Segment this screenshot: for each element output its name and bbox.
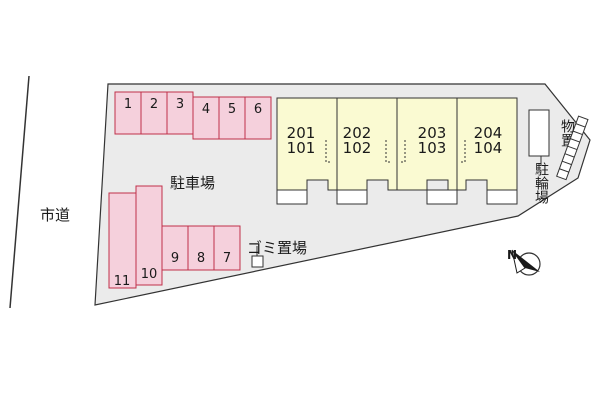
unit-block: 203 103: [396, 97, 458, 205]
parking-row-bottom: 11 10 9 8 7: [108, 185, 241, 289]
bike-parking-label: 駐輪場: [533, 162, 549, 204]
parking-space: [161, 225, 189, 271]
unit-number-upper: 201: [287, 124, 316, 142]
unit-block: 204 104: [456, 97, 518, 205]
unit-block: 202 102: [336, 97, 398, 205]
parking-lot-label: 駐車場: [170, 174, 215, 192]
parking-space-number: 3: [176, 97, 184, 112]
parking-space-number: 6: [254, 102, 262, 117]
parking-space: [187, 225, 215, 271]
north-label: N: [507, 248, 517, 262]
parking-space-number: 1: [124, 97, 132, 112]
parking-space-number: 4: [202, 102, 210, 117]
north-arrow-icon: N: [507, 248, 541, 276]
parking-space-number: 11: [114, 274, 131, 289]
parking-space: [244, 96, 272, 140]
parking-space: [108, 192, 137, 289]
parking-space: [213, 225, 241, 271]
unit-number-upper: 203: [418, 124, 447, 142]
garbage-area-label: ゴミ置場: [247, 239, 307, 257]
road-edge-line: [9, 75, 30, 309]
parking-space: [192, 96, 220, 140]
parking-space-number: 5: [228, 102, 236, 117]
unit-number-upper: 202: [343, 124, 372, 142]
parking-row-top: 1 2 3 4 5 6: [114, 91, 272, 140]
parking-space-number: 9: [171, 251, 179, 266]
parking-space: [166, 91, 194, 135]
unit-number-upper: 204: [474, 124, 503, 142]
unit-number-lower: 101: [287, 139, 316, 157]
unit-number-lower: 104: [474, 139, 503, 157]
unit-number-lower: 102: [343, 139, 372, 157]
bike-rack: [556, 115, 589, 181]
parking-space: [114, 91, 142, 135]
road-label: 市道: [40, 206, 70, 224]
unit-number-lower: 103: [418, 139, 447, 157]
storage-shed: [528, 109, 550, 157]
parking-space-number: 8: [197, 251, 205, 266]
parking-space-number: 2: [150, 97, 158, 112]
unit-block: 201 101: [276, 97, 338, 205]
building: 201 101 202 102 203 103 204 104: [276, 97, 518, 205]
garbage-bin-icon: [251, 255, 264, 268]
parking-space-number: 7: [223, 251, 231, 266]
parking-space-number: 10: [141, 267, 158, 282]
